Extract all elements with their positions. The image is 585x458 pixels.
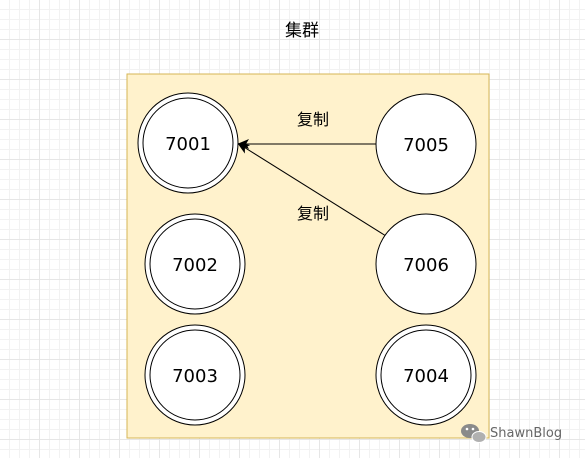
edge-7006-7001 [237,142,387,237]
node-inner-ring [142,97,234,189]
wechat-icon [461,424,487,443]
node-7004[interactable]: 7004 [375,324,477,426]
node-inner-ring [149,218,241,310]
diagram-title: 集群 [285,21,319,41]
node-ring [375,93,477,195]
node-7002[interactable]: 7002 [144,213,246,315]
node-label: 7006 [403,255,449,276]
node-label: 7005 [403,135,449,156]
node-label: 7003 [172,366,218,387]
edge-label-7006-7001: 复制 [297,204,329,223]
node-inner-ring [149,329,241,421]
node-7005[interactable]: 7005 [375,93,477,195]
node-7003[interactable]: 7003 [144,324,246,426]
node-7006[interactable]: 7006 [375,213,477,315]
node-7001[interactable]: 7001 [137,92,239,194]
node-label: 7002 [172,255,218,276]
node-label: 7004 [403,366,449,387]
node-ring [375,213,477,315]
edges: 复制 复制 [237,110,387,237]
watermark-text: ShawnBlog [490,426,562,441]
node-label: 7001 [165,134,211,155]
watermark: ShawnBlog [461,424,562,443]
edge-label-7005-7001: 复制 [297,110,329,129]
node-inner-ring [380,329,472,421]
